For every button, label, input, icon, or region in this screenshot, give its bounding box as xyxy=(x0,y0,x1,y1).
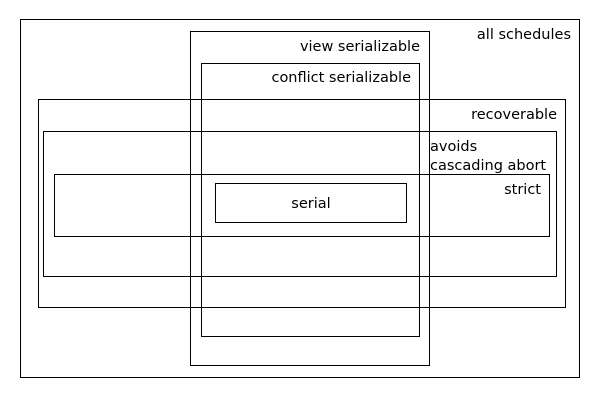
label-serial: serial xyxy=(291,196,331,212)
box-recoverable xyxy=(38,99,566,308)
box-strict xyxy=(54,174,550,237)
box-avoids-cascading-abort xyxy=(43,131,557,277)
box-serial xyxy=(215,183,407,223)
box-view-serializable xyxy=(190,31,430,366)
label-recoverable: recoverable xyxy=(471,107,557,123)
label-all-schedules: all schedules xyxy=(476,27,571,43)
label-conflict-serializable: conflict serializable xyxy=(271,70,411,86)
label-avoids-cascading-abort: avoids cascading abort xyxy=(430,139,547,175)
label-view-serializable: view serializable xyxy=(299,39,420,55)
label-strict: strict xyxy=(504,182,541,198)
box-all-schedules xyxy=(20,19,580,378)
box-conflict-serializable xyxy=(201,63,420,337)
